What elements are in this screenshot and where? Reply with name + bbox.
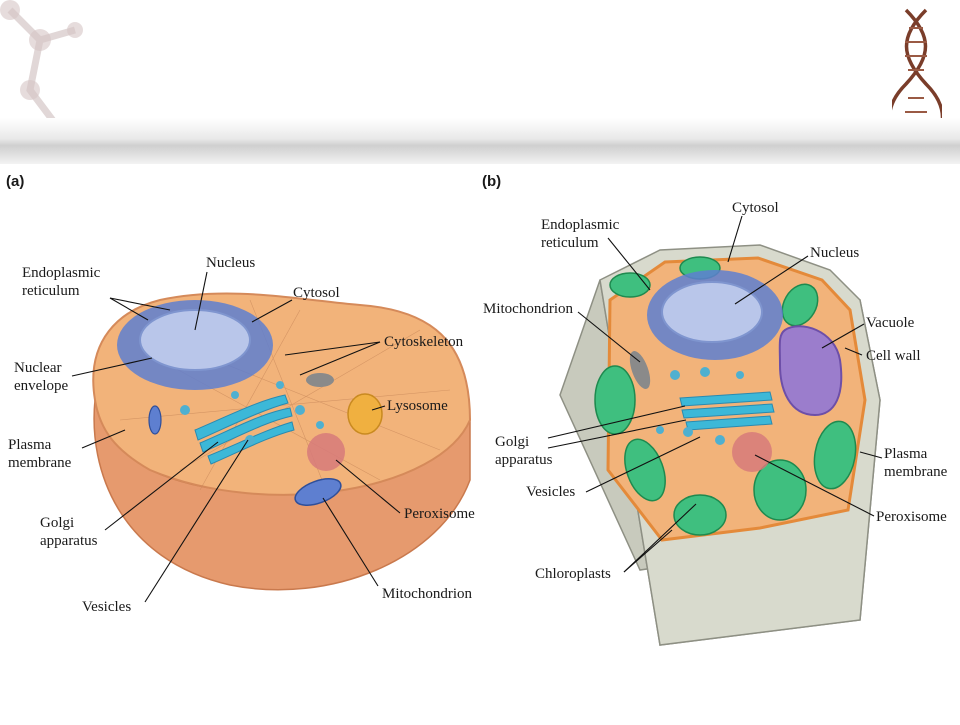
label-peroxisome: Peroxisome (404, 506, 475, 522)
label-mitochondrion: Mitochondrion (382, 586, 472, 602)
label-cytosol: Cytosol (293, 285, 340, 301)
plant-cell (559, 244, 881, 646)
panel-b-letter: (b) (482, 173, 501, 190)
label-b-plasma-line2: membrane (884, 464, 948, 480)
leader-lines (71, 215, 883, 603)
label-golgi-line1: Golgi (40, 515, 74, 531)
cell-diagrams: (a) Nucleus Endoplasmic reticulum Cytoso… (6, 173, 948, 646)
panel-b-labels: (b) Endoplasmic reticulum Cytosol Nucleu… (482, 173, 948, 582)
label-b-nucleus: Nucleus (810, 245, 859, 261)
header-banner (0, 118, 960, 164)
label-b-cell-wall: Cell wall (866, 348, 921, 364)
label-b-vesicles: Vesicles (526, 484, 575, 500)
label-b-er-line1: Endoplasmic (541, 217, 620, 233)
label-er-line2: reticulum (22, 283, 80, 299)
label-b-vacuole: Vacuole (866, 315, 915, 331)
label-b-golgi-line2: apparatus (495, 452, 553, 468)
animal-cell (92, 292, 472, 591)
panel-a-letter: (a) (6, 173, 24, 190)
label-plasma-line2: membrane (8, 455, 72, 471)
label-vesicles: Vesicles (82, 599, 131, 615)
panel-a-labels: (a) Nucleus Endoplasmic reticulum Cytoso… (6, 173, 475, 615)
label-b-golgi-line1: Golgi (495, 434, 529, 450)
label-b-mitochondrion: Mitochondrion (483, 301, 573, 317)
label-nuclear-line2: envelope (14, 378, 68, 394)
label-b-chloroplasts: Chloroplasts (535, 566, 611, 582)
label-lysosome: Lysosome (387, 398, 448, 414)
label-golgi-line2: apparatus (40, 533, 98, 549)
cell-figure: (a) Nucleus Endoplasmic reticulum Cytoso… (0, 164, 960, 720)
label-b-er-line2: reticulum (541, 235, 599, 251)
label-er-line1: Endoplasmic (22, 265, 101, 281)
label-plasma-line1: Plasma (8, 437, 52, 453)
label-b-peroxisome: Peroxisome (876, 509, 947, 525)
label-b-plasma-line1: Plasma (884, 446, 928, 462)
label-nucleus: Nucleus (206, 255, 255, 271)
label-nuclear-line1: Nuclear (14, 360, 61, 376)
label-cytoskeleton: Cytoskeleton (384, 334, 464, 350)
label-b-cytosol: Cytosol (732, 200, 779, 216)
